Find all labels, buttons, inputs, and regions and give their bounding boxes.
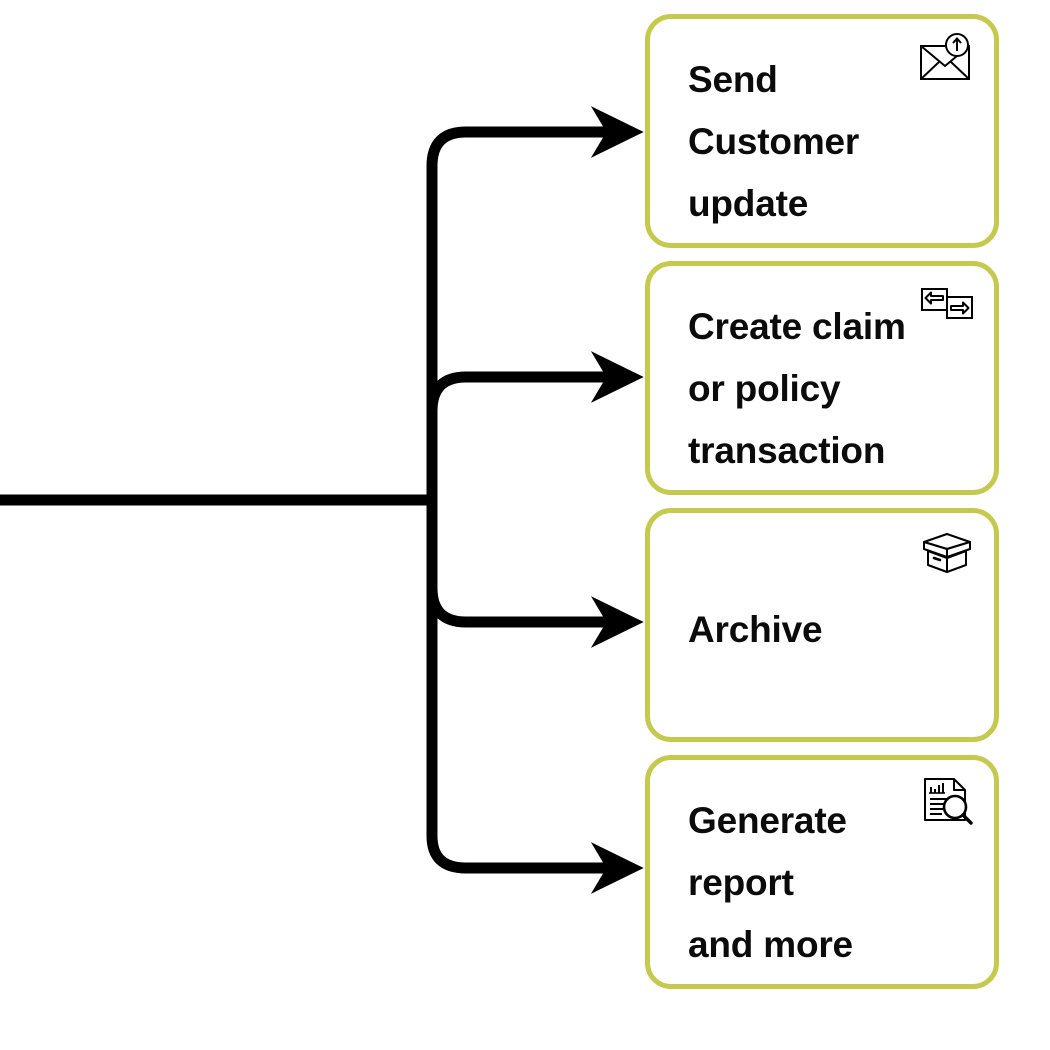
report-search-icon xyxy=(918,774,976,826)
branch-card-label: Send Customer update xyxy=(688,59,860,224)
branch-card-label: Archive xyxy=(688,609,823,650)
branch-card-send-customer-update[interactable]: Send Customer update xyxy=(645,14,999,248)
branch-card-archive[interactable]: Archive xyxy=(645,508,999,742)
branch-arrow-3 xyxy=(426,587,644,648)
branch-arrow-1 xyxy=(426,106,644,167)
branch-arrow-4 xyxy=(426,835,644,894)
branch-card-label: Generate report and more xyxy=(688,800,853,965)
archive-box-icon xyxy=(918,527,976,579)
send-email-icon xyxy=(918,33,976,85)
branch-card-label: Create claim or policy transaction xyxy=(688,306,906,471)
branch-card-generate-report-and-more[interactable]: Generate report and more xyxy=(645,755,999,989)
branch-arrow-2 xyxy=(426,351,644,412)
branch-card-create-claim-or-policy-transaction[interactable]: Create claim or policy transaction xyxy=(645,261,999,495)
transaction-exchange-icon xyxy=(918,280,976,332)
